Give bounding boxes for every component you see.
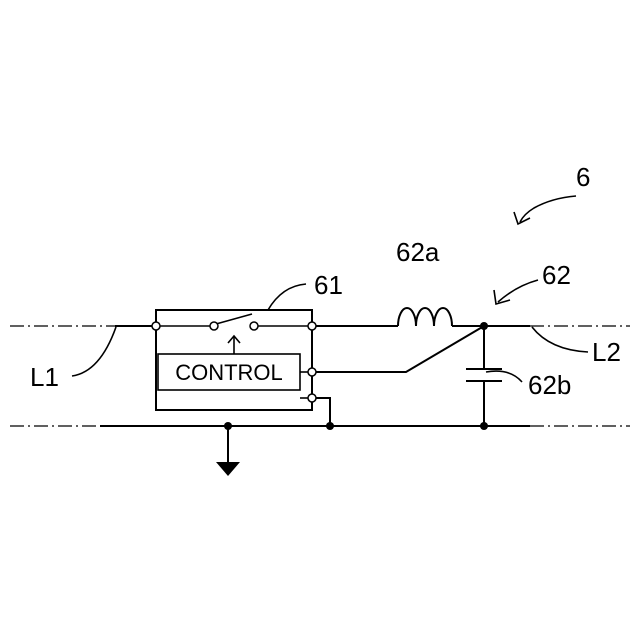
leader-l1 <box>72 327 116 376</box>
label-61: 61 <box>314 270 343 300</box>
inductor-62a <box>398 308 452 326</box>
label-62a: 62a <box>396 237 440 267</box>
terminal-control <box>308 368 316 376</box>
switch-contact-right <box>250 322 258 330</box>
switch-contact-left <box>210 322 218 330</box>
junction-capacitor-ground <box>480 422 488 430</box>
switch-blade <box>216 314 252 324</box>
label-62b: 62b <box>528 370 571 400</box>
label-l2: L2 <box>592 337 621 367</box>
junction-filter-node <box>480 322 488 330</box>
leader-l2 <box>532 327 588 352</box>
leader-arrow-62-head <box>494 290 510 304</box>
label-6: 6 <box>576 162 590 192</box>
label-62: 62 <box>542 260 571 290</box>
earth-ground-symbol <box>216 462 240 476</box>
control-line-to-filter <box>316 326 484 372</box>
terminal-input <box>152 322 160 330</box>
junction-ground-terminal <box>326 422 334 430</box>
terminal-ground <box>308 394 316 402</box>
control-block-text: CONTROL <box>175 360 283 385</box>
leader-arrow-62 <box>498 280 538 302</box>
terminal-output <box>308 322 316 330</box>
leader-61 <box>268 284 306 310</box>
label-l1: L1 <box>30 362 59 392</box>
junction-earth <box>224 422 232 430</box>
ground-terminal-wire <box>316 398 330 426</box>
